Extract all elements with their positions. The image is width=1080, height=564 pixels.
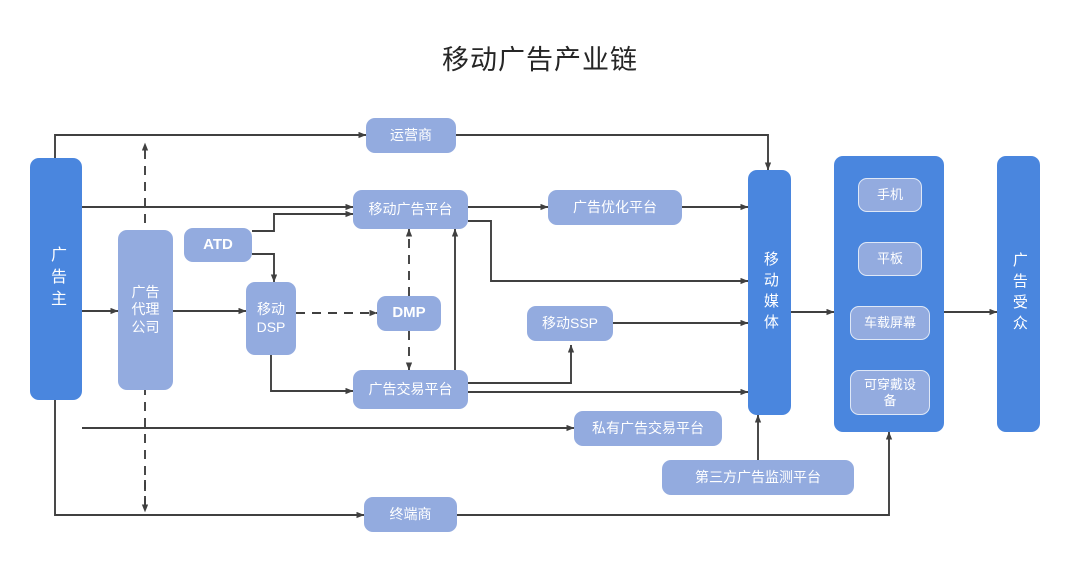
node-audience-label: 广告受众 xyxy=(1010,252,1028,336)
device-chip-tablet[interactable]: 平板 xyxy=(858,242,922,276)
node-mobile-dsp-label: 移动DSP xyxy=(256,301,286,335)
edge-atd-dsp xyxy=(252,253,278,283)
node-dmp-label: DMP xyxy=(392,304,426,322)
node-mobile-ssp[interactable]: 移动SSP xyxy=(527,306,613,341)
node-third-party-label: 第三方广告监测平台 xyxy=(695,468,821,485)
node-dmp[interactable]: DMP xyxy=(377,296,441,331)
node-agency-label: 广告代理公司 xyxy=(131,283,160,335)
edge-terminal-devices xyxy=(457,431,893,516)
node-terminal-vendor[interactable]: 终端商 xyxy=(364,497,457,532)
node-advertiser-label: 广告主 xyxy=(48,246,65,312)
node-advertiser[interactable]: 广告主 xyxy=(30,158,82,400)
node-private-exchange-label: 私有广告交易平台 xyxy=(592,419,704,436)
node-mobile-media-label: 移动媒体 xyxy=(761,250,779,335)
node-atd-label: ATD xyxy=(203,235,233,253)
node-mobile-ad-platform[interactable]: 移动广告平台 xyxy=(353,190,468,229)
device-chip-car-screen[interactable]: 车载屏幕 xyxy=(850,306,930,340)
node-carrier-label: 运营商 xyxy=(390,126,432,143)
device-chip-wearable[interactable]: 可穿戴设备 xyxy=(850,370,930,415)
edge-advertiser-terminal xyxy=(54,400,365,519)
node-mobile-media[interactable]: 移动媒体 xyxy=(748,170,791,415)
node-ad-exchange[interactable]: 广告交易平台 xyxy=(353,370,468,409)
edge-exchange-ssp xyxy=(468,344,575,384)
node-carrier[interactable]: 运营商 xyxy=(366,118,456,153)
page-title: 移动广告产业链 xyxy=(442,45,638,75)
node-ad-optimization-label: 广告优化平台 xyxy=(573,198,657,215)
edge-advertiser-carrier xyxy=(54,131,367,158)
edge-dsp-exchange xyxy=(270,355,354,395)
node-ad-exchange-label: 广告交易平台 xyxy=(368,380,453,397)
node-mobile-ssp-label: 移动SSP xyxy=(541,314,598,331)
edge-map-media xyxy=(468,220,749,285)
device-chip-tablet-label: 平板 xyxy=(876,251,903,267)
device-chip-car-screen-label: 车载屏幕 xyxy=(863,315,916,331)
node-third-party[interactable]: 第三方广告监测平台 xyxy=(662,460,854,495)
edge-carrier-media xyxy=(456,134,772,171)
node-ad-optimization[interactable]: 广告优化平台 xyxy=(548,190,682,225)
node-mobile-dsp[interactable]: 移动DSP xyxy=(246,282,296,355)
device-chip-phone-label: 手机 xyxy=(876,187,903,203)
node-terminal-vendor-label: 终端商 xyxy=(389,505,432,522)
node-audience[interactable]: 广告受众 xyxy=(997,156,1040,432)
device-chip-phone[interactable]: 手机 xyxy=(858,178,922,212)
device-chip-wearable-label: 可穿戴设备 xyxy=(863,376,916,408)
node-atd[interactable]: ATD xyxy=(184,228,252,262)
edge-atd-map xyxy=(252,210,354,232)
node-private-exchange[interactable]: 私有广告交易平台 xyxy=(574,411,722,446)
node-agency[interactable]: 广告代理公司 xyxy=(118,230,173,390)
node-mobile-ad-platform-label: 移动广告平台 xyxy=(368,200,453,217)
